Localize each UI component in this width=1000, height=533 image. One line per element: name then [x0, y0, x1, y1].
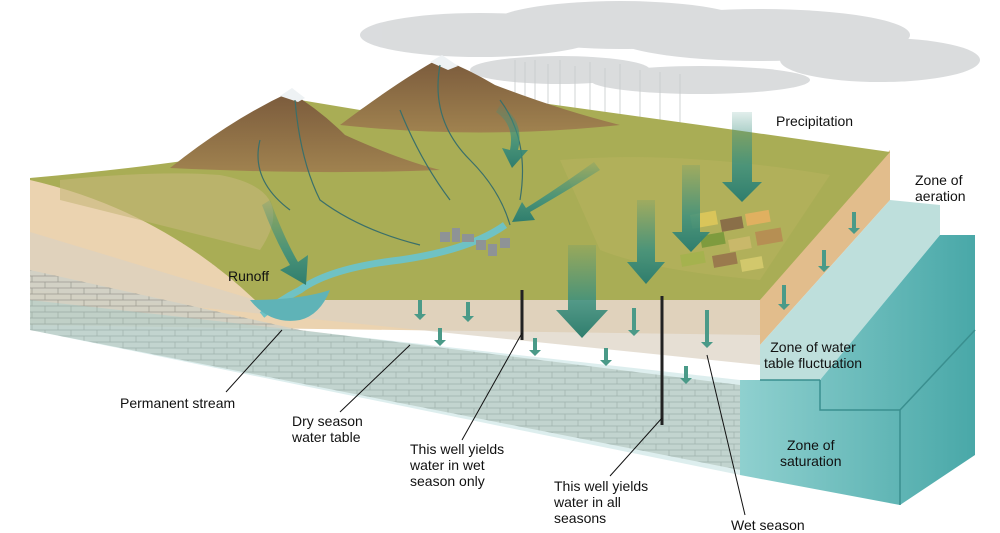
- well-all-line1: This well yields: [554, 478, 649, 494]
- leader-lines: [225, 329, 746, 516]
- clouds: [360, 1, 980, 94]
- runoff-label: Runoff: [228, 268, 269, 284]
- zone-saturation-line1: Zone of: [787, 437, 835, 453]
- side-fluctuation: [760, 200, 940, 380]
- wet-season-label: Wet season: [731, 517, 805, 533]
- well-all-line3: seasons: [554, 510, 607, 526]
- dry-season-line2: water table: [292, 429, 361, 445]
- zone-fluctuation-label: Zone of water table fluctuation: [764, 339, 862, 371]
- dry-season-label: Dry season water table: [292, 413, 363, 445]
- precipitation-label: Precipitation: [776, 113, 854, 129]
- permanent-stream-label: Permanent stream: [120, 395, 236, 411]
- main-river: [259, 222, 508, 318]
- well-wet-line2: water in wet: [410, 457, 485, 473]
- well-wet-line1: This well yields: [410, 441, 505, 457]
- well-all-line2: water in all: [554, 494, 621, 510]
- mountain-left: [170, 92, 440, 173]
- river-network: [257, 64, 524, 246]
- saturation-overlay: [30, 300, 740, 475]
- well-wet-line3: season only: [410, 473, 485, 489]
- zone-aeration-line2: aeration: [915, 188, 966, 204]
- side-aeration: [760, 150, 890, 345]
- zone-aeration-label: Zone of aeration: [915, 172, 966, 204]
- zone-aeration-line1: Zone of: [915, 172, 963, 188]
- well-all-label: This well yields water in all seasons: [554, 478, 648, 526]
- zone-saturation-line2: saturation: [780, 453, 842, 469]
- mountain-right: [340, 58, 620, 133]
- rock-layers: [30, 270, 740, 470]
- stream-channel: [250, 290, 330, 321]
- well-wet-label: This well yields water in wet season onl…: [410, 441, 504, 489]
- zone-fluctuation-line2: table fluctuation: [764, 355, 863, 371]
- flow-arrows: [262, 105, 762, 338]
- town: [440, 228, 510, 256]
- side-saturation: [740, 235, 975, 505]
- zone-fluctuation-line1: Zone of water: [770, 339, 856, 355]
- zone-saturation-label: Zone of saturation: [780, 437, 841, 469]
- seepage-arrows: [414, 212, 860, 384]
- dry-season-line1: Dry season: [292, 413, 363, 429]
